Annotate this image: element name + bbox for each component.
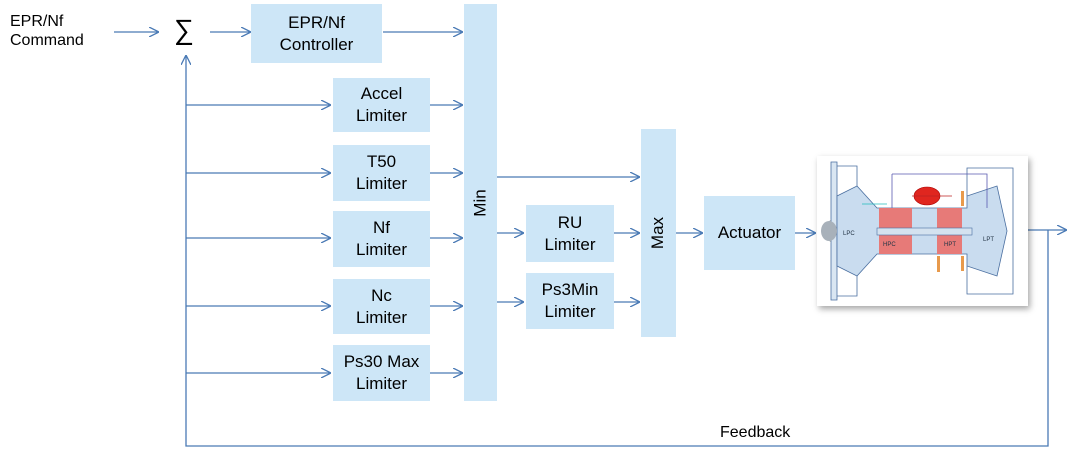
accel-limiter-block: Accel Limiter [333, 78, 430, 132]
epr-nf-controller-block: EPR/Nf Controller [251, 4, 382, 63]
feedback-line [186, 56, 1049, 447]
summing-junction: ∑ [174, 14, 194, 45]
ps3min-limiter-block: Ps3Min Limiter [526, 273, 614, 329]
hpt-label: HPT [944, 242, 956, 248]
ps30-max-limiter-block: Ps30 Max Limiter [333, 345, 430, 401]
t50-limiter-block: T50 Limiter [333, 145, 430, 201]
feedback-label: Feedback [720, 424, 791, 441]
min-label: Min [470, 188, 490, 217]
engine-schematic-image: LPC HPC HPT LPT [817, 156, 1028, 306]
command-label: EPR/Nf Command [10, 13, 84, 49]
min-selector-block: Min [464, 4, 497, 401]
actuator-block: Actuator [704, 196, 795, 270]
max-selector-block: Max [641, 129, 676, 337]
nf-limiter-block: Nf Limiter [333, 211, 430, 267]
lpc-label: LPC [843, 231, 855, 237]
nc-limiter-block: Nc Limiter [333, 279, 430, 334]
lpt-label: LPT [983, 237, 994, 243]
hpc-label: HPC [883, 242, 896, 248]
ru-limiter-block: RU Limiter [526, 205, 614, 262]
max-label: Max [648, 216, 668, 250]
